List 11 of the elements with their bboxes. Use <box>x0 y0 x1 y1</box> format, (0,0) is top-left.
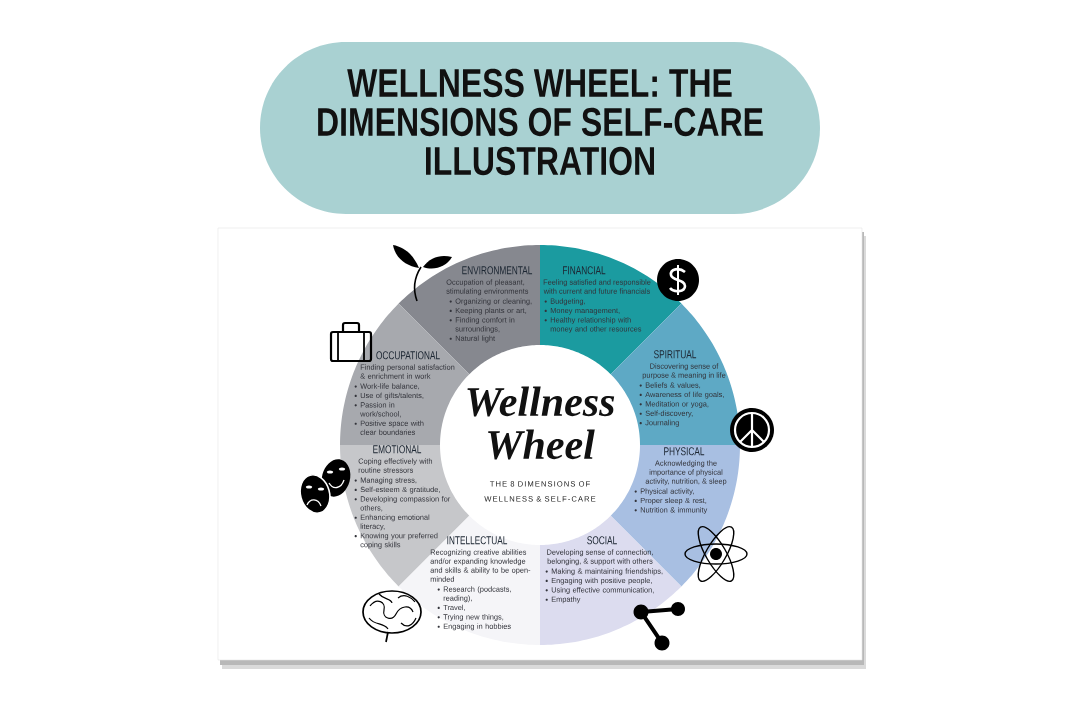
segment-heading: FINANCIAL <box>563 266 606 275</box>
segment-heading: OCCUPATIONAL <box>376 351 440 360</box>
segment-heading: SPIRITUAL <box>654 350 697 359</box>
segment-heading: EMOTIONAL <box>373 445 422 454</box>
script-title: Wellness Wheel <box>467 386 615 460</box>
title-banner: WELLNESS WHEEL: THE DIMENSIONS OF SELF-CARE ILLUSTRATION <box>260 42 820 214</box>
segment-heading: SOCIAL <box>587 536 617 545</box>
segment-heading: PHYSICAL <box>664 447 705 456</box>
segment-heading: ENVIRONMENTAL <box>462 266 533 275</box>
segment-heading: INTELLECTUAL <box>447 536 508 545</box>
wheel-segment <box>540 515 682 645</box>
